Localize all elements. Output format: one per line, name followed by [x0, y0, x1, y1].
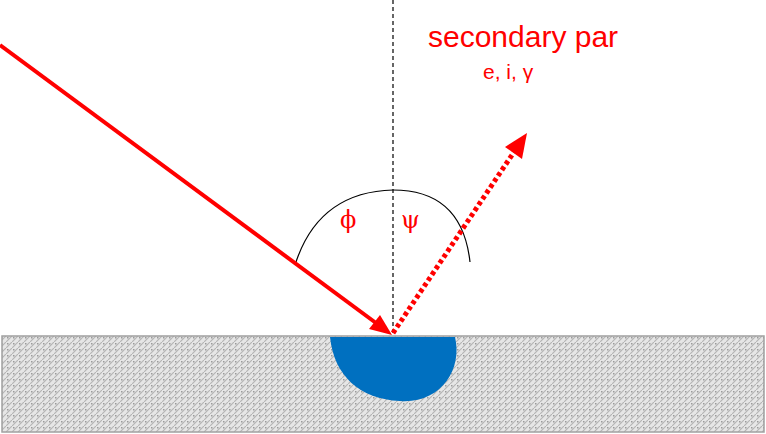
material-surface [2, 336, 764, 432]
interaction-volume [330, 337, 457, 401]
angle-label: ϕ [340, 207, 356, 233]
surface-normal [392, 0, 393, 334]
arrowhead [505, 133, 527, 159]
arrowhead [369, 315, 392, 335]
angle-arc [393, 190, 470, 262]
angle-label: ψ [401, 207, 420, 233]
angle-arc [295, 190, 393, 265]
incident-beam [0, 45, 376, 323]
secondary-emission [393, 152, 514, 333]
particle-label: e, i, γ [483, 60, 533, 83]
heading-label: secondary par [428, 20, 618, 53]
